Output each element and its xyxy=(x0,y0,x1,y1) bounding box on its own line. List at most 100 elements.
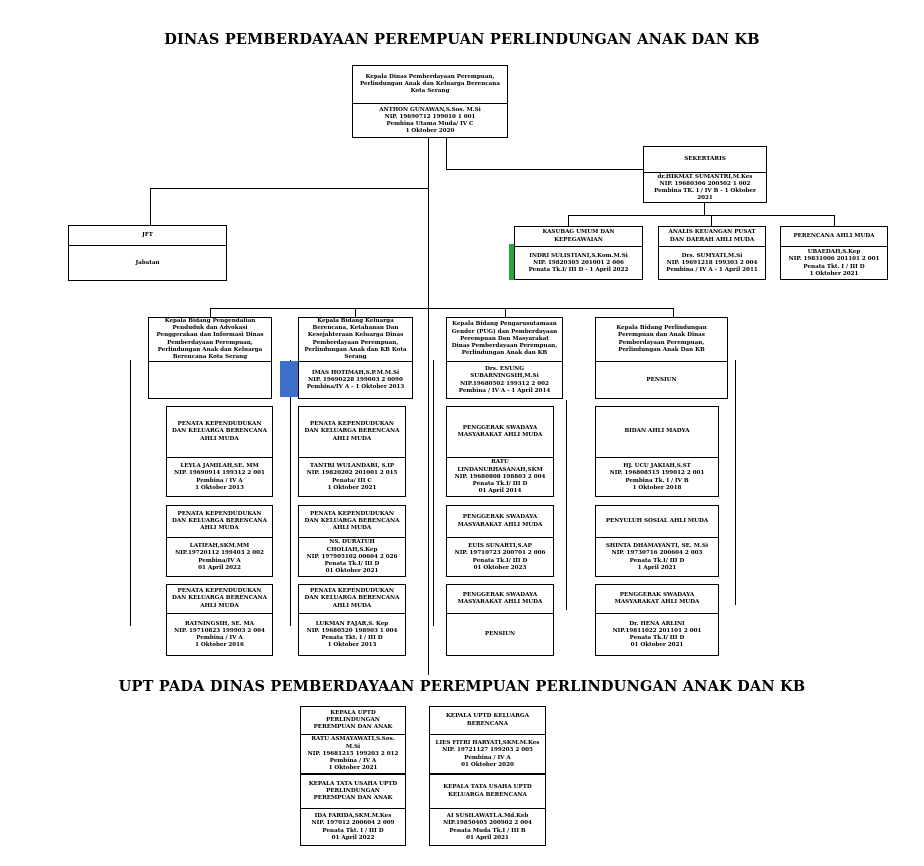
blue-marker xyxy=(280,361,298,397)
col3-right-rail xyxy=(566,400,567,610)
subag-role: KASUBAG UMUM DAN KEPEGAWAIAN xyxy=(542,229,615,243)
upt-person: LIES FITRI HARYATI,SKM.M.Kes NIP. 197211… xyxy=(435,740,540,768)
subag-box-kasubag-umum[interactable]: KASUBAG UMUM DAN KEPEGAWAIAN INDRI SULIS… xyxy=(514,226,643,280)
bidang-drop-4 xyxy=(673,308,674,317)
bidang-role: Kepala Bidang Pengendalian Penduduk dan … xyxy=(156,317,264,360)
bidang-role: Kepala Bidang Perlindungan Perempuan dan… xyxy=(616,325,707,353)
upt-box-kepala-uptd-ppa[interactable]: KEPALA UPTD PERLINDUNGAN PEREMPUAN DAN A… xyxy=(300,706,406,774)
head-person: ANTHON GUNAWAN,S.Sos. M.Si NIP. 19690712… xyxy=(379,106,481,135)
sek-elbow-v xyxy=(446,137,447,169)
jft-person: Jabatan xyxy=(135,259,160,266)
staff-role: PENGGERAK SWADAYA MASYARAKAT AHLI MUDA xyxy=(457,514,543,528)
subag-drop-2 xyxy=(711,215,712,226)
jft-box[interactable]: JFT Jabatan xyxy=(68,225,227,281)
bidang-box-keluarga-berencana[interactable]: Kepala Bidang Keluarga Berencana, Ketaha… xyxy=(298,317,413,399)
jft-connector-h xyxy=(150,188,428,189)
staff-person: LATIFAH,SKM.MM NIP.19720112 199403 2 002… xyxy=(175,543,264,571)
jft-connector-v xyxy=(150,188,151,225)
staff-role: PENYULUH SOSIAL AHLI MUDA xyxy=(605,517,709,524)
staff-person: RATU LINDANURHASANAH,SKM NIP. 19680808 1… xyxy=(454,459,546,495)
bidang-box-pengendalian-penduduk[interactable]: Kepala Bidang Pengendalian Penduduk dan … xyxy=(148,317,272,399)
staff-role: PENATA KEPENDUDUKAN DAN KELUARGA BERENCA… xyxy=(304,588,400,609)
staff-box[interactable]: PENGGERAK SWADAYA MASYARAKAT AHLI MUDA D… xyxy=(595,584,719,656)
bidang-drop-2 xyxy=(355,308,356,317)
staff-role: PENGGERAK SWADAYA MASYARAKAT AHLI MUDA xyxy=(614,591,700,605)
subag-drop-3 xyxy=(834,215,835,226)
staff-person: TANTRI WULANDARI, S.IP NIP. 19820202 201… xyxy=(306,463,398,491)
bidang-bus xyxy=(210,308,673,309)
staff-person: EUIS SUNARTI,S.AP NIP. 19710723 200701 2… xyxy=(454,543,546,571)
subag-person: UBAEDAH,S.Kep NIP. 19831006 201101 2 001… xyxy=(788,249,880,277)
bidang-person: PENSIUN xyxy=(646,376,677,383)
staff-box[interactable]: PENATA KEPENDUDUKAN DAN KELUARGA BERENCA… xyxy=(298,584,406,656)
staff-role: PENGGERAK SWADAYA MASYARAKAT AHLI MUDA xyxy=(457,424,543,438)
upt-role: KEPALA UPTD PERLINDUNGAN PEREMPUAN DAN A… xyxy=(313,709,393,731)
staff-role: PENATA KEPENDUDUKAN DAN KELUARGA BERENCA… xyxy=(171,421,268,442)
sekretaris-role: SEKERTARIS xyxy=(684,155,726,162)
upt-box-tata-usaha-ppa[interactable]: KEPALA TATA USAHA UPTD PERLINDUNGAN PERE… xyxy=(300,774,406,846)
staff-person: RATNINGSIH, SE. MA NIP. 19710823 199903 … xyxy=(174,620,265,649)
upt-role: KEPALA UPTD KELUARGA BERENCANA xyxy=(445,713,530,727)
staff-person: SHINTA DHAMAYANTI, SE. M.Si NIP. 1973071… xyxy=(605,543,709,571)
staff-box[interactable]: PENATA KEPENDUDUKAN DAN KELUARGA BERENCA… xyxy=(166,505,273,577)
staff-person: LEYLA JAMILAH,SE. MM NIP. 19690914 19931… xyxy=(174,463,265,491)
green-marker xyxy=(509,244,515,280)
bidang-person: Drs. ENUNG SUBARNINGSIH,M.Si NIP.1968050… xyxy=(458,366,551,394)
upt-person: RATU ASMAYAWATI,S.Sos. M.Si NIP. 1968121… xyxy=(307,736,399,772)
subag-box-perencana[interactable]: PERENCANA AHLI MUDA UBAEDAH,S.Kep NIP. 1… xyxy=(780,226,888,280)
staff-person: Dr. HENA ARLINI NIP.19811022 201101 2 00… xyxy=(612,620,702,649)
staff-box[interactable]: PENYULUH SOSIAL AHLI MUDA SHINTA DHAMAYA… xyxy=(595,505,719,577)
upt-title: UPT PADA DINAS PEMBERDAYAAN PEREMPUAN PE… xyxy=(118,678,806,695)
subag-role: PERENCANA AHLI MUDA xyxy=(793,232,875,239)
bidang-box-pengarusutamaan-gender[interactable]: Kepala Bidang Pengarusutamaan Gender (PU… xyxy=(446,317,563,399)
bidang-person: IMAS HOTIMAH,S.P.M.M.Si NIP. 19690228 19… xyxy=(306,369,405,391)
bidang-role: Kepala Bidang Pengarusutamaan Gender (PU… xyxy=(451,321,558,357)
sekretaris-person: dr.HIKMAT SUMANTRI,M.Kes NIP. 19680306 2… xyxy=(654,173,756,202)
page-title: DINAS PEMBERDAYAAN PEREMPUAN PERLINDUNGA… xyxy=(164,31,760,48)
main-vertical-line xyxy=(428,137,429,675)
staff-box[interactable]: BIDAN AHLI MADYA HJ. UCU JAKIAH,S.ST NIP… xyxy=(595,406,719,497)
col1-left-rail xyxy=(130,360,131,626)
col4-right-rail xyxy=(735,360,736,605)
staff-box[interactable]: PENGGERAK SWADAYA MASYARAKAT AHLI MUDA R… xyxy=(446,406,554,497)
sekretaris-box[interactable]: SEKERTARIS dr.HIKMAT SUMANTRI,M.Kes NIP.… xyxy=(643,146,767,203)
staff-box[interactable]: PENATA KEPENDUDUKAN DAN KELUARGA BERENCA… xyxy=(166,584,273,656)
subag-role: ANALIS KEUANGAN PUSAT DAN DAERAH AHLI MU… xyxy=(668,229,756,243)
sek-elbow-h xyxy=(446,169,643,170)
staff-person: PENSIUN xyxy=(484,631,516,638)
staff-role: PENATA KEPENDUDUKAN DAN KELUARGA BERENCA… xyxy=(304,421,400,442)
upt-box-tata-usaha-kb[interactable]: KEPALA TATA USAHA UPTD KELUARGA BERENCAN… xyxy=(429,774,546,846)
head-box[interactable]: Kepala Dinas Pemberdayaan Perempuan, Per… xyxy=(352,65,508,138)
staff-person: NS. DURATUH CHOLIAH,S.Kep NIP. 197905102… xyxy=(306,539,398,575)
staff-role: PENGGERAK SWADAYA MASYARAKAT AHLI MUDA xyxy=(457,591,543,605)
subag-person: INDRI SULISTIANI,S.Kom.M.Si NIP. 1982030… xyxy=(528,252,629,274)
sek-down-line xyxy=(704,203,705,215)
staff-box[interactable]: PENATA KEPENDUDUKAN DAN KELUARGA BERENCA… xyxy=(166,406,273,497)
staff-role: PENATA KEPENDUDUKAN DAN KELUARGA BERENCA… xyxy=(304,510,400,532)
bidang-drop-1 xyxy=(210,308,211,317)
subag-person: Drs. SUMYATI,M.Si NIP. 19691218 199303 2… xyxy=(666,252,758,274)
staff-box[interactable]: PENGGERAK SWADAYA MASYARAKAT AHLI MUDA E… xyxy=(446,505,554,577)
staff-role: PENATA KEPENDUDUKAN DAN KELUARGA BERENCA… xyxy=(171,588,268,609)
staff-box[interactable]: PENATA KEPENDUDUKAN DAN KELUARGA BERENCA… xyxy=(298,505,406,577)
head-role: Kepala Dinas Pemberdayaan Perempuan, Per… xyxy=(359,73,500,95)
staff-role: PENATA KEPENDUDUKAN DAN KELUARGA BERENCA… xyxy=(171,510,268,532)
col1-right-rail xyxy=(290,360,291,626)
upt-box-kepala-uptd-kb[interactable]: KEPALA UPTD KELUARGA BERENCANA LIES FITR… xyxy=(429,706,546,774)
bidang-box-perlindungan-perempuan[interactable]: Kepala Bidang Perlindungan Perempuan dan… xyxy=(595,317,728,399)
bidang-role: Kepala Bidang Keluarga Berencana, Ketaha… xyxy=(304,317,407,360)
subag-bus xyxy=(568,215,834,216)
jft-role: JFT xyxy=(142,231,153,238)
subag-drop-1 xyxy=(568,215,569,226)
upt-role: KEPALA TATA USAHA UPTD PERLINDUNGAN PERE… xyxy=(308,780,398,802)
staff-person: LUKMAN FAJAR,S. Kep NIP. 19680520 198903… xyxy=(306,620,398,649)
subag-box-analis-keuangan[interactable]: ANALIS KEUANGAN PUSAT DAN DAERAH AHLI MU… xyxy=(658,226,766,280)
col3-left-rail xyxy=(433,360,434,626)
upt-person: AI SUSILAWATI.A.Md.Keb NIP.19850405 2009… xyxy=(443,813,532,841)
staff-role: BIDAN AHLI MADYA xyxy=(624,428,690,435)
staff-box[interactable]: PENGGERAK SWADAYA MASYARAKAT AHLI MUDA P… xyxy=(446,584,554,656)
bidang-drop-3 xyxy=(505,308,506,317)
upt-person: IDA FARIDA,SKM.M.Kes NIP. 197012 200604 … xyxy=(311,813,395,841)
upt-role: KEPALA TATA USAHA UPTD KELUARGA BERENCAN… xyxy=(443,784,532,798)
staff-box[interactable]: PENATA KEPENDUDUKAN DAN KELUARGA BERENCA… xyxy=(298,406,406,497)
